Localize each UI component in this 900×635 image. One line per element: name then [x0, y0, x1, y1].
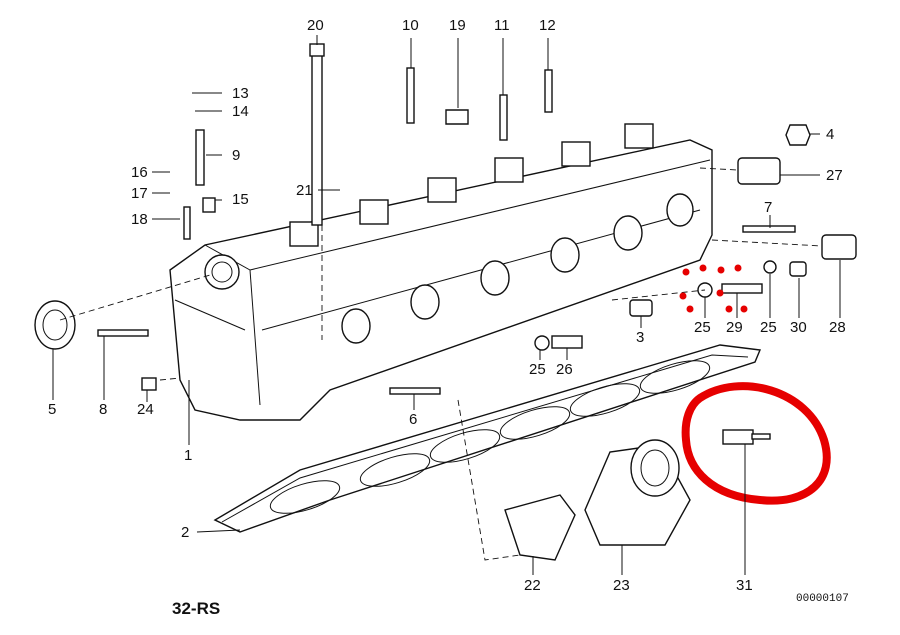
callout-13: 13	[232, 85, 249, 102]
callout-25-c: 25	[529, 361, 546, 378]
plug-24	[141, 377, 157, 391]
bolt-8	[97, 329, 149, 337]
callout-2: 2	[181, 524, 189, 541]
callout-22: 22	[524, 577, 541, 594]
front-seal	[34, 300, 76, 350]
head-bolt	[311, 49, 323, 226]
highlight-dot	[679, 292, 687, 300]
callout-23: 23	[613, 577, 630, 594]
loose-parts	[34, 43, 857, 561]
callout-26: 26	[556, 361, 573, 378]
callout-17: 17	[131, 185, 148, 202]
highlight-dot	[716, 289, 724, 297]
highlight-dot	[725, 305, 733, 313]
assembly-lines	[59, 167, 823, 561]
callout-29: 29	[726, 319, 743, 336]
plug-30	[789, 261, 807, 277]
diagram-caption: 32-RS	[172, 599, 220, 618]
stud-6	[389, 387, 441, 395]
sleeve-15	[202, 197, 216, 213]
callout-8: 8	[99, 401, 107, 418]
callout-28: 28	[829, 319, 846, 336]
stud-12	[544, 69, 553, 113]
sensor-31	[722, 429, 754, 445]
plug-4	[785, 124, 811, 146]
callouts: 20 10 19 11 12 13 14 9 16 17 15 18 21 4 …	[48, 17, 846, 594]
stud-11	[499, 94, 508, 141]
highlight-dot	[682, 268, 690, 276]
washer-25c	[534, 335, 550, 351]
highlight-dot	[699, 264, 707, 272]
callout-31: 31	[736, 577, 753, 594]
callout-14: 14	[232, 103, 249, 120]
stud-7	[742, 225, 796, 233]
callout-25-b: 25	[760, 319, 777, 336]
callout-24: 24	[137, 401, 154, 418]
highlight-marks	[679, 264, 831, 505]
callout-3: 3	[636, 329, 644, 346]
reference-number: 00000107	[796, 593, 849, 605]
callout-19: 19	[449, 17, 466, 34]
callout-9: 9	[232, 147, 240, 164]
highlight-circle-31	[681, 382, 831, 505]
stud-10	[406, 67, 415, 124]
cover-22	[504, 494, 576, 561]
callout-12: 12	[539, 17, 556, 34]
callout-15: 15	[232, 191, 249, 208]
callout-7: 7	[764, 199, 772, 216]
plug-3	[629, 299, 653, 317]
cylinder-head	[169, 123, 713, 421]
callout-18: 18	[131, 211, 148, 228]
callout-4: 4	[826, 126, 834, 143]
callout-16: 16	[131, 164, 148, 181]
callout-6: 6	[409, 411, 417, 428]
head-gasket	[213, 344, 762, 533]
highlight-dot	[717, 266, 725, 274]
nut-19	[445, 109, 469, 125]
callout-27: 27	[826, 167, 843, 184]
sensor-26	[551, 335, 583, 349]
callout-25-a: 25	[694, 319, 711, 336]
callout-30: 30	[790, 319, 807, 336]
callout-20: 20	[307, 17, 324, 34]
highlight-dot	[686, 305, 694, 313]
callout-11: 11	[494, 17, 510, 34]
stud-18	[183, 206, 191, 240]
washer-25	[763, 260, 777, 274]
highlight-dot	[734, 264, 742, 272]
callout-1: 1	[184, 447, 192, 464]
sleeve-27	[737, 157, 781, 185]
callout-21: 21	[296, 182, 313, 199]
sensor-29	[721, 283, 763, 294]
leader-lines	[52, 35, 841, 575]
sleeve-28	[821, 234, 857, 260]
highlight-dot	[740, 305, 748, 313]
stud-9	[195, 129, 205, 186]
callout-10: 10	[402, 17, 419, 34]
callout-5: 5	[48, 401, 56, 418]
